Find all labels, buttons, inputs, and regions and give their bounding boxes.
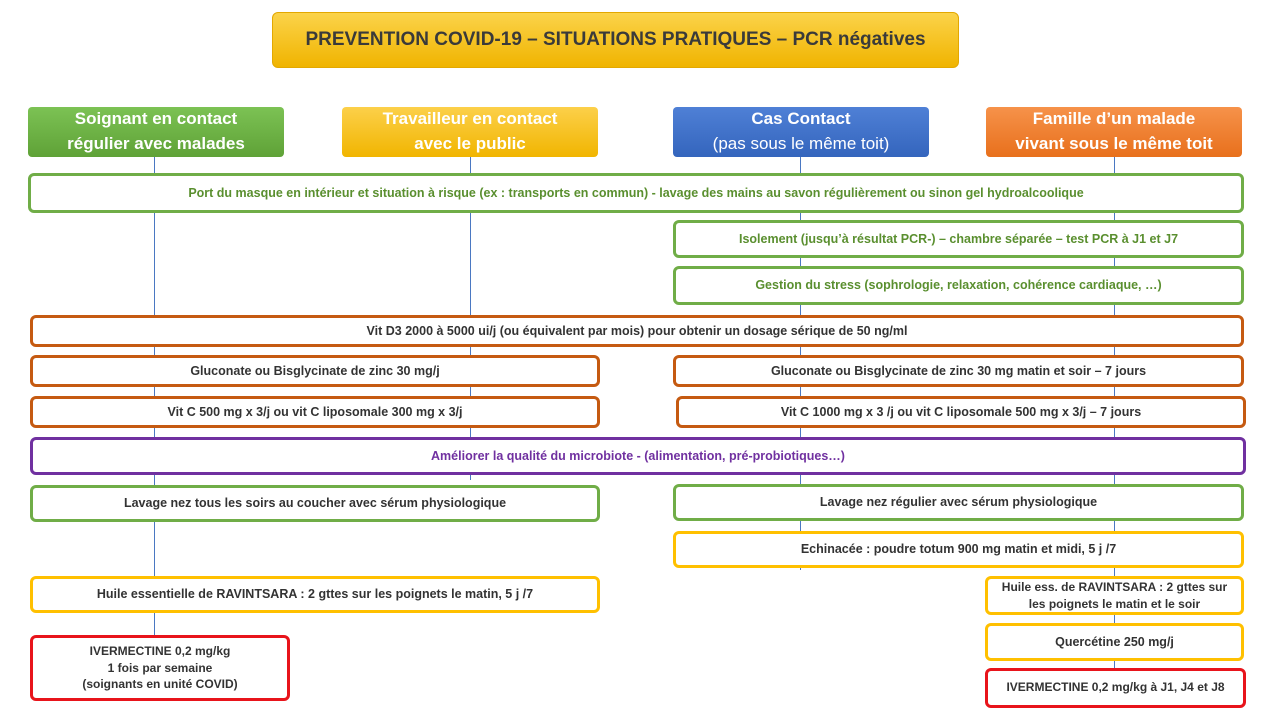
box-quercetine: Quercétine 250 mg/j	[985, 623, 1244, 661]
box-ravintsara-left: Huile essentielle de RAVINTSARA : 2 gtte…	[30, 576, 600, 613]
header-soignant-line1: Soignant en contact	[74, 109, 238, 129]
header-soignant-line2: régulier avec malades	[67, 134, 245, 153]
ravintsara-right-line1: Huile ess. de RAVINTSARA : 2 gttes sur	[1001, 580, 1228, 595]
box-zinc-right: Gluconate ou Bisglycinate de zinc 30 mg …	[673, 355, 1244, 387]
ivermectine-left-line1: IVERMECTINE 0,2 mg/kg	[89, 643, 231, 658]
connector-line-soignant	[154, 150, 155, 635]
box-stress: Gestion du stress (sophrologie, relaxati…	[673, 266, 1244, 305]
box-vit-d3: Vit D3 2000 à 5000 ui/j (ou équivalent p…	[30, 315, 1244, 347]
box-ivermectine-left: IVERMECTINE 0,2 mg/kg 1 fois par semaine…	[30, 635, 290, 701]
ivermectine-left-line3: (soignants en unité COVID)	[82, 677, 238, 692]
box-ravintsara-right: Huile ess. de RAVINTSARA : 2 gttes sur l…	[985, 576, 1244, 615]
box-vit-c-right: Vit C 1000 mg x 3 /j ou vit C liposomale…	[676, 396, 1246, 428]
ravintsara-right-line2: les poignets le matin et le soir	[1028, 596, 1201, 611]
header-famille: Famille d’un malade vivant sous le même …	[986, 107, 1242, 157]
box-microbiote: Améliorer la qualité du microbiote - (al…	[30, 437, 1246, 475]
box-nez-left: Lavage nez tous les soirs au coucher ave…	[30, 485, 600, 522]
box-echinacee: Echinacée : poudre totum 900 mg matin et…	[673, 531, 1244, 568]
header-famille-line2: vivant sous le même toit	[1015, 134, 1213, 153]
header-cas-contact-line1: Cas Contact	[751, 109, 851, 129]
ivermectine-left-line2: 1 fois par semaine	[107, 660, 213, 675]
box-masque: Port du masque en intérieur et situation…	[28, 173, 1244, 213]
box-vit-c-left: Vit C 500 mg x 3/j ou vit C liposomale 3…	[30, 396, 600, 428]
header-travailleur-line1: Travailleur en contact	[382, 109, 558, 129]
header-cas-contact-line2: (pas sous le même toit)	[712, 134, 890, 153]
page-title: PREVENTION COVID-19 – SITUATIONS PRATIQU…	[272, 12, 959, 68]
box-zinc-left: Gluconate ou Bisglycinate de zinc 30 mg/…	[30, 355, 600, 387]
header-travailleur-line2: avec le public	[414, 134, 526, 153]
header-cas-contact: Cas Contact (pas sous le même toit)	[673, 107, 929, 157]
box-isolement: Isolement (jusqu’à résultat PCR-) – cham…	[673, 220, 1244, 258]
header-soignant: Soignant en contact régulier avec malade…	[28, 107, 284, 157]
box-nez-right: Lavage nez régulier avec sérum physiolog…	[673, 484, 1244, 521]
header-famille-line1: Famille d’un malade	[1032, 109, 1196, 129]
header-travailleur: Travailleur en contact avec le public	[342, 107, 598, 157]
box-ivermectine-right: IVERMECTINE 0,2 mg/kg à J1, J4 et J8	[985, 668, 1246, 708]
